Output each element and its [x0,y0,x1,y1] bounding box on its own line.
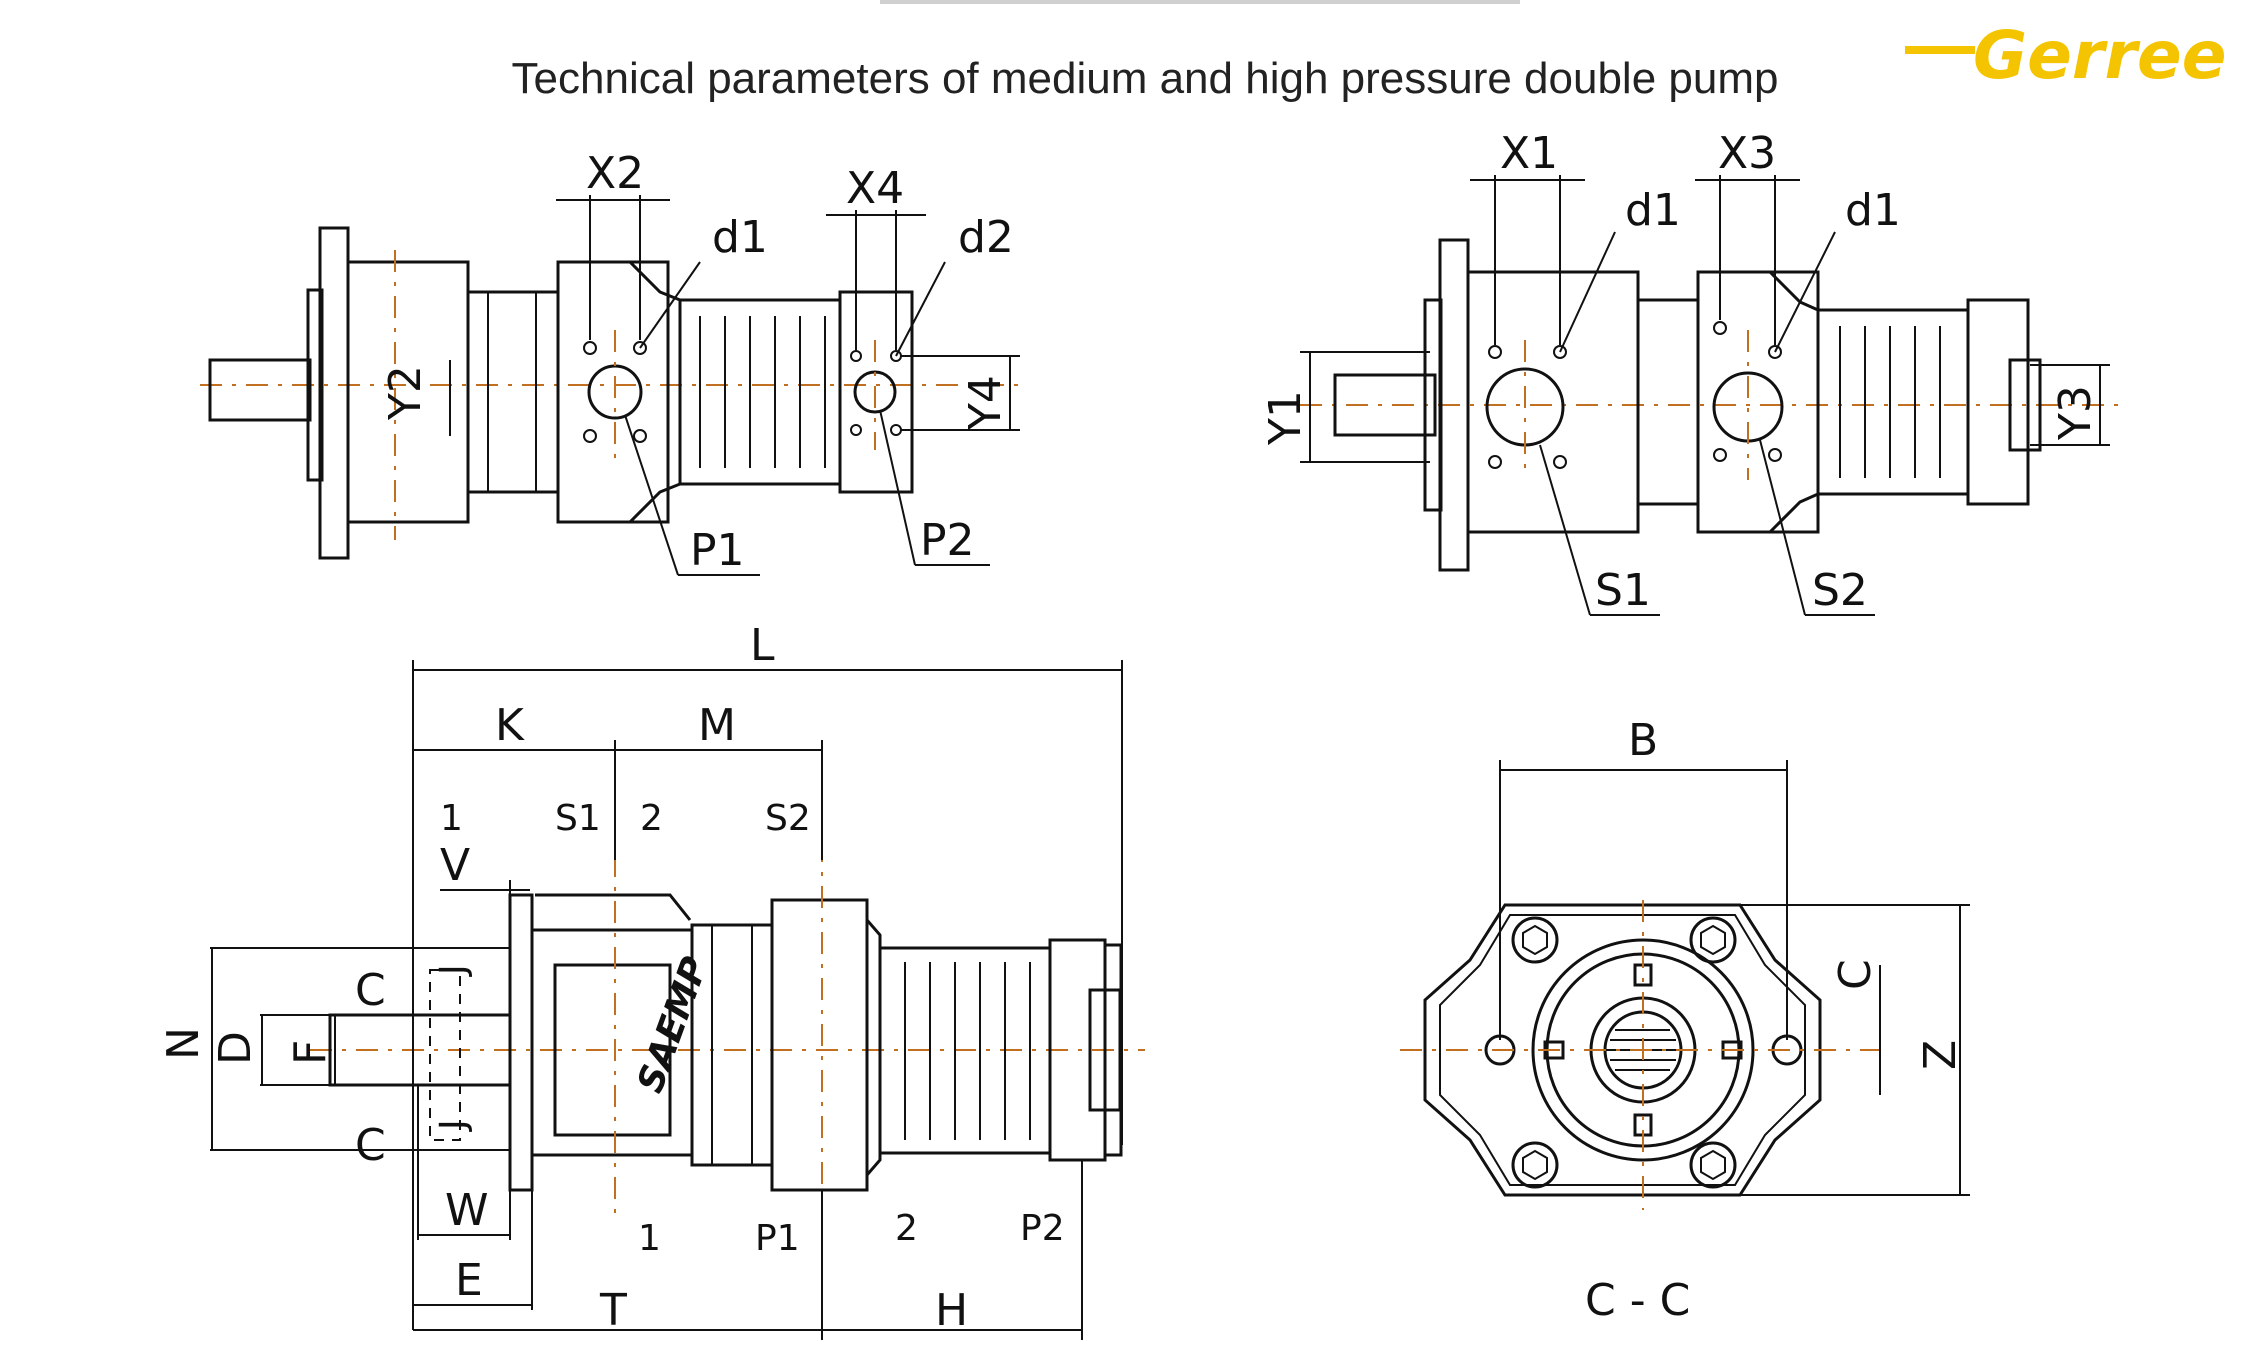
label-h: H [935,1285,968,1336]
label-y2: Y2 [380,365,431,421]
label-p1-side: P1 [755,1218,800,1259]
label-x2: X2 [586,148,644,199]
label-y1: Y1 [1260,390,1311,446]
label-d2: d2 [958,212,1014,263]
side-view: SAEMP [158,620,1145,1340]
label-section-1: 1 [440,798,463,839]
label-x4: X4 [846,163,904,214]
section-caption: C - C [1585,1275,1690,1326]
label-p2-side: P2 [1020,1208,1065,1249]
label-f: F [285,1040,336,1065]
saemp-stamp: SAEMP [630,952,717,1098]
top-divider [880,0,1520,4]
section-view: B C Z C - C [1400,715,1970,1326]
label-section-1-bottom: 1 [638,1218,661,1259]
label-d: D [210,1031,261,1065]
label-d1: d1 [712,212,768,263]
label-j-upper: J [433,964,474,977]
label-x1: X1 [1500,128,1558,179]
top-right-view: X1 X3 d1 d1 Y1 Y3 S1 S2 [1260,128,2120,616]
label-j-lower: J [433,1119,474,1132]
label-p1: P1 [690,525,745,576]
label-s1: S1 [1595,565,1651,616]
label-e: E [455,1255,483,1306]
label-s2: S2 [1812,565,1868,616]
brand-logo-text: Gerreen [1973,17,2225,90]
label-k: K [495,700,525,751]
label-n: N [158,1027,209,1060]
label-d1-right: d1 [1845,185,1901,236]
label-c-upper: C [355,965,386,1016]
label-c-section: C [1830,959,1881,990]
label-p2: P2 [920,515,975,566]
label-c-lower: C [355,1120,386,1171]
label-t: T [599,1285,627,1336]
label-b: B [1628,715,1658,766]
label-l: L [750,620,775,671]
label-v: V [440,840,470,891]
label-section-2: 2 [640,798,663,839]
top-left-view: X2 X4 d1 d2 Y2 Y4 P1 P2 [200,148,1020,576]
label-s2-side: S2 [765,798,811,839]
label-y3: Y3 [2050,385,2101,441]
label-w: W [445,1185,489,1236]
label-x3: X3 [1718,128,1776,179]
label-s1-side: S1 [555,798,601,839]
label-m: M [698,700,736,751]
label-y4: Y4 [960,375,1011,431]
label-d1-left: d1 [1625,185,1681,236]
label-section-2-bottom: 2 [895,1208,918,1249]
page-title: Technical parameters of medium and high … [511,54,1779,103]
brand-logo: Gerreen [1905,17,2225,90]
label-z: Z [1915,1040,1966,1070]
